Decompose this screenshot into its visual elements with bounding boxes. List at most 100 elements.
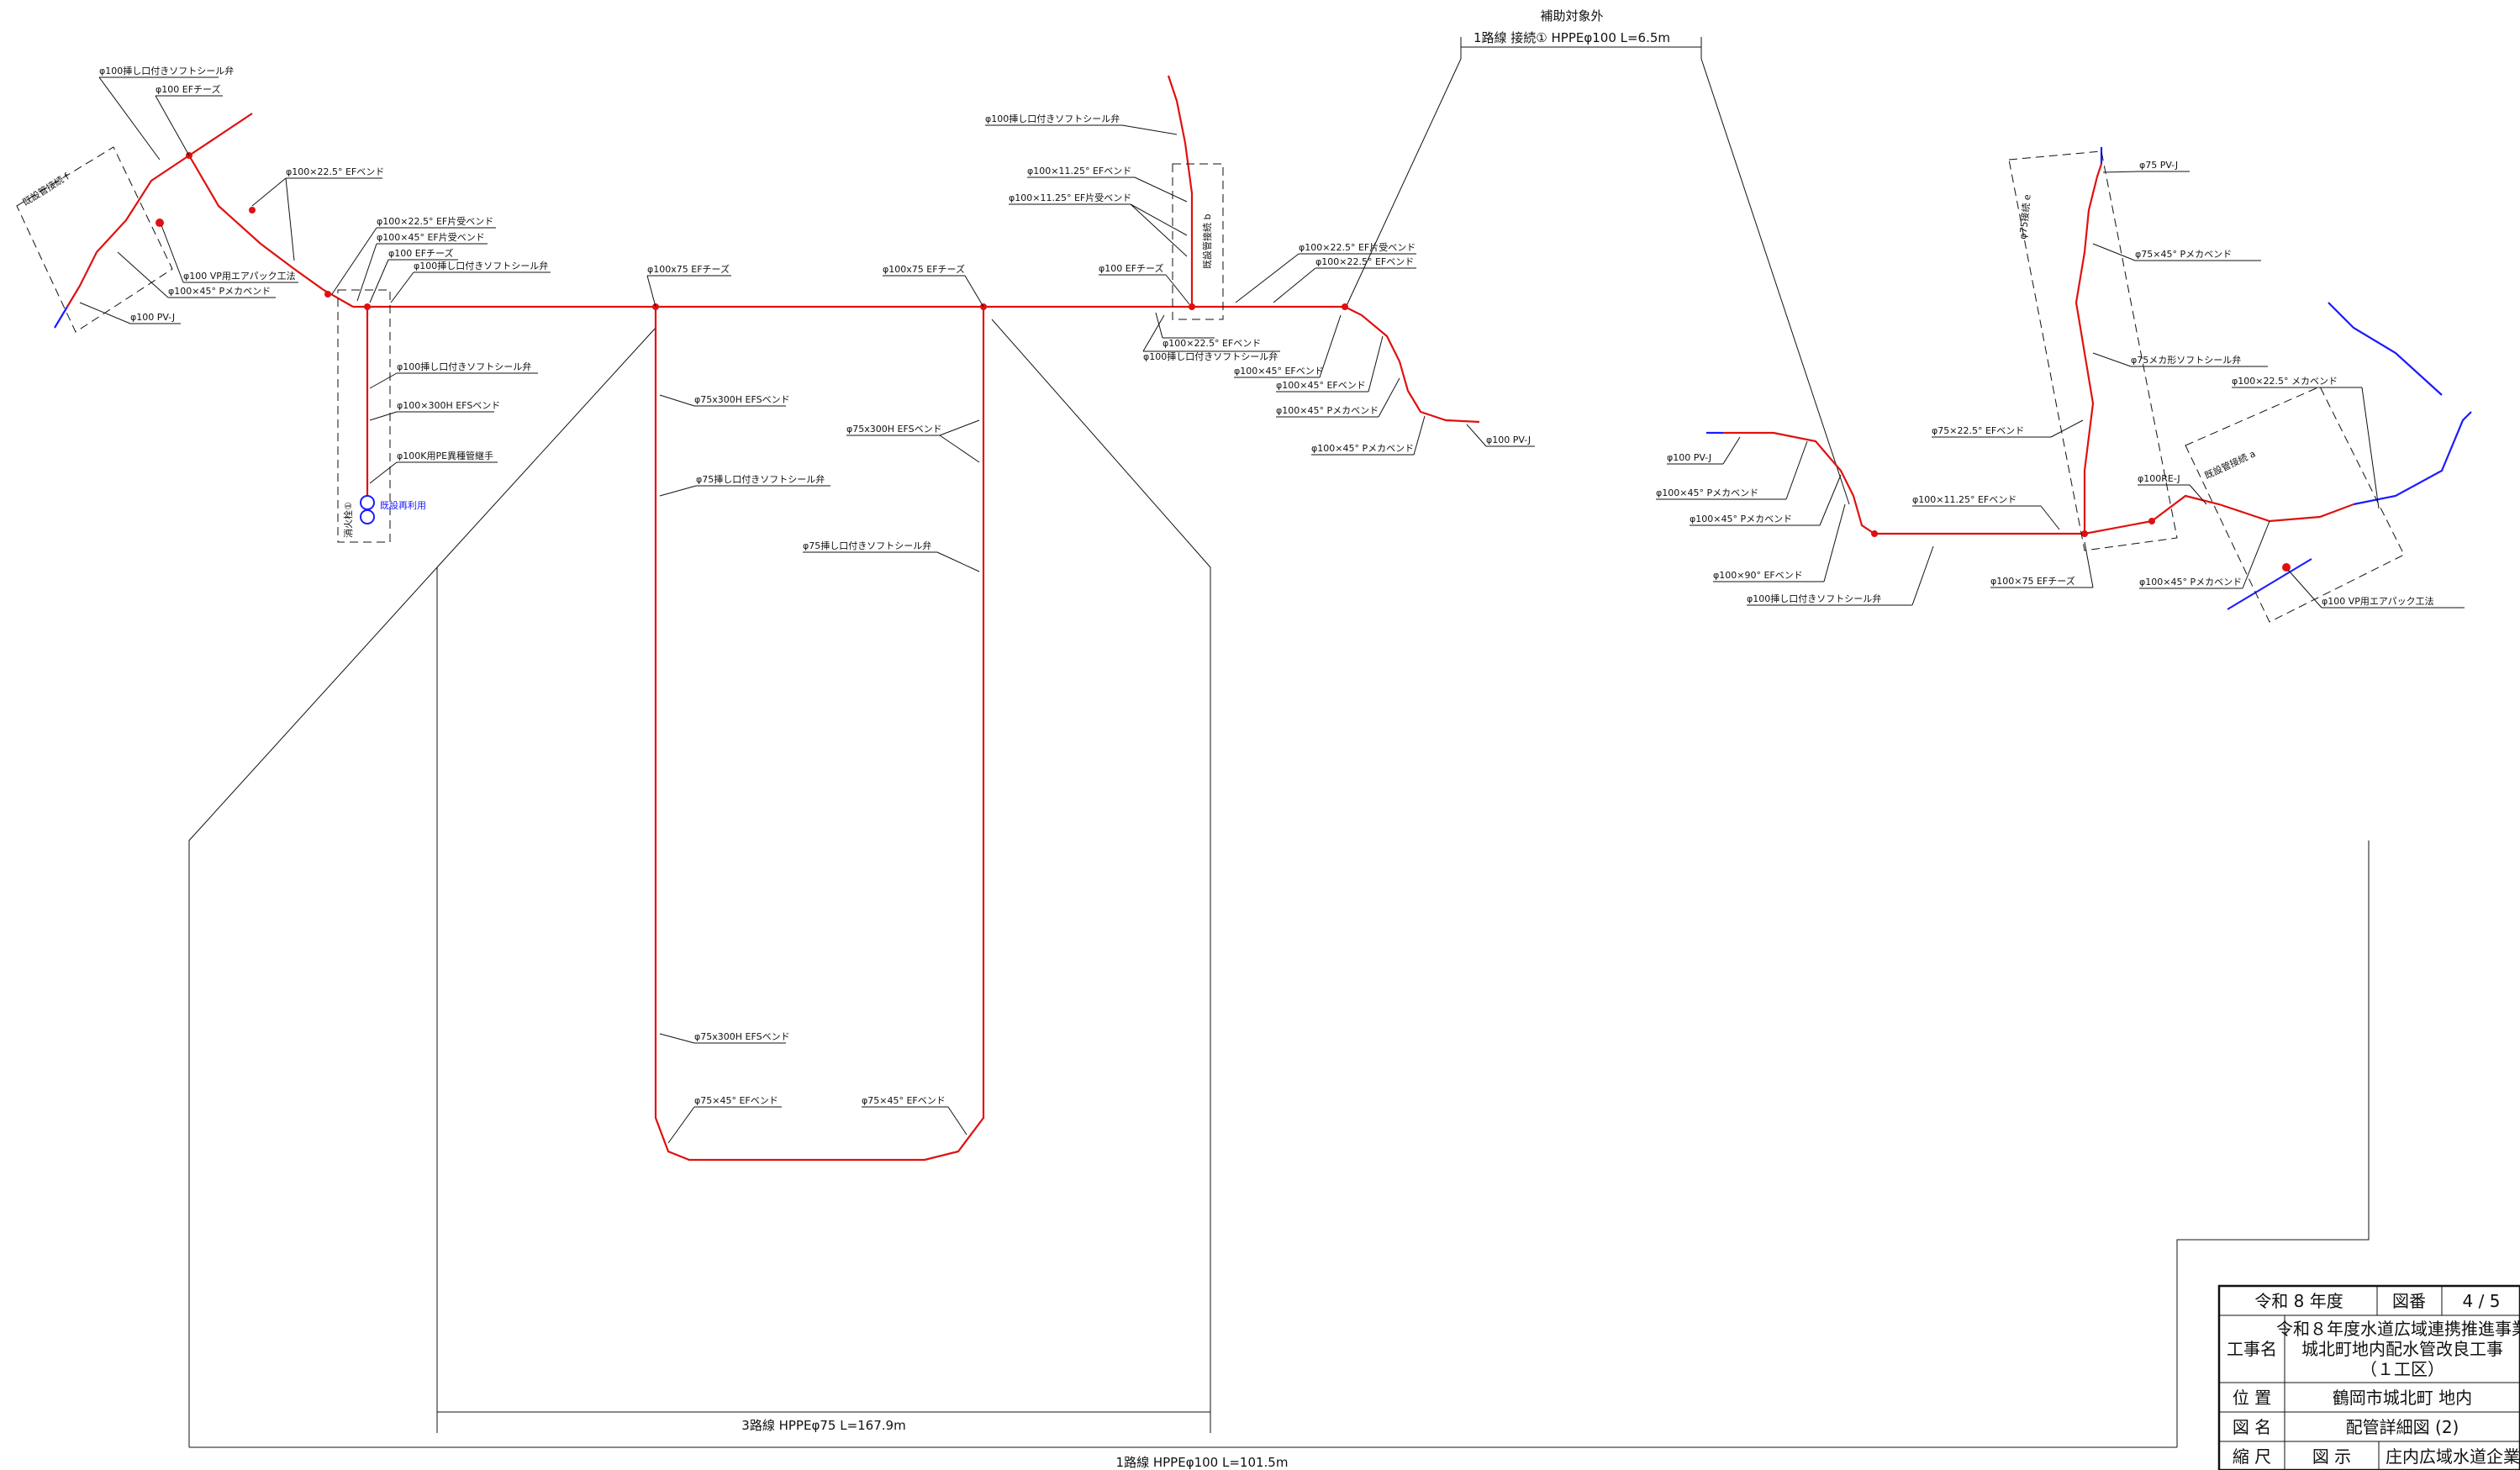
- callout-label: φ100×45° Pメカベンド: [1690, 514, 1792, 524]
- callout-label: φ100×22.5° EF片受ベンド: [1299, 242, 1416, 253]
- leader-line: [2084, 541, 2094, 588]
- scale-label: 縮 尺: [2233, 1446, 2271, 1467]
- callout-label: φ100 PV-J: [1486, 435, 1531, 445]
- drawing-name-value: 配管詳細図 (2): [2346, 1417, 2459, 1437]
- out-of-scope-label: 補助対象外: [1540, 8, 1603, 24]
- leader-line: [1319, 314, 1342, 378]
- callout-label: φ100挿し口付きソフトシール弁: [1143, 350, 1278, 362]
- callout-label: φ100×45° Pメカベンド: [1276, 405, 1379, 416]
- callout-label: φ75x300H EFSベンド: [694, 1031, 790, 1042]
- route3-dimension-label: 3路線 HPPEφ75 L=167.9m: [741, 1418, 905, 1433]
- leader-line: [659, 394, 695, 407]
- box-f-label: 既設管接続 f: [20, 170, 71, 208]
- existing-pipe-upper-right: [2328, 302, 2443, 396]
- leader-line: [331, 227, 377, 295]
- drawing-no-label: 図番: [2392, 1291, 2426, 1311]
- leader-line: [1911, 545, 1934, 606]
- box-d: [337, 289, 391, 543]
- leader-line: [2287, 569, 2322, 609]
- leader-line: [1155, 312, 1163, 339]
- air-pack-marker: [2282, 563, 2291, 572]
- leader-line: [1142, 314, 1165, 352]
- callout-label: φ75メカ形ソフトシール弁: [2131, 354, 2241, 366]
- callout-label: φ100×45° Pメカベンド: [1656, 487, 1758, 498]
- route1-dimension-label: 1路線 HPPEφ100 L=101.5m: [1116, 1455, 1289, 1470]
- route1-connection-header: 補助対象外 1路線 接続① HPPEφ100 L=6.5m: [1344, 8, 1850, 505]
- callout-label: φ100挿し口付きソフトシール弁: [985, 113, 1120, 124]
- callout-label: φ100×11.25° EFベンド: [1912, 494, 2017, 505]
- leader-line: [1819, 474, 1842, 526]
- callout-label: φ100 PV-J: [130, 312, 175, 323]
- callout-label: φ75×45° Pメカベンド: [2135, 249, 2232, 260]
- leader-line: [79, 302, 131, 324]
- box-a: [2185, 386, 2405, 623]
- route1-extension: [188, 566, 438, 1447]
- box-e: [2008, 150, 2178, 551]
- leader-line: [646, 275, 656, 308]
- leader-line: [2242, 520, 2270, 589]
- leader-line: [1165, 274, 1190, 305]
- callout-label: φ100×11.25° EF片受ベンド: [1009, 192, 1131, 203]
- fitting-marker: [364, 303, 371, 310]
- fitting-marker: [1871, 530, 1878, 537]
- far-right-vertical-pipe: [2075, 163, 2103, 534]
- callout-label: φ100×75 EFチーズ: [1990, 575, 2075, 587]
- callout-label: φ75挿し口付きソフトシール弁: [696, 473, 825, 485]
- leader-line: [369, 372, 398, 389]
- leader-line: [1466, 424, 1487, 447]
- leader-line: [1121, 124, 1178, 135]
- callout-label: φ100x75 EFチーズ: [883, 263, 965, 275]
- callout-label: φ100×22.5° EFベンド: [286, 166, 384, 177]
- leader-line: [285, 177, 295, 261]
- project-line3: （１工区）: [2360, 1359, 2444, 1379]
- leader-line: [667, 1106, 695, 1144]
- route3-extension-right: [991, 319, 1211, 1433]
- leader-line: [1130, 203, 1188, 236]
- callout-label: φ100挿し口付きソフトシール弁: [397, 361, 531, 372]
- owner-name: 庄内広域水道企業団: [2386, 1446, 2520, 1467]
- callout-label: φ100挿し口付きソフトシール弁: [1747, 593, 1881, 604]
- callout-label: φ100 EFチーズ: [388, 247, 453, 259]
- hydrant-symbol: [360, 495, 375, 510]
- leader-line: [1722, 436, 1741, 465]
- callout-label: φ100×45° EFベンド: [1276, 380, 1366, 391]
- project-line1: 令和８年度水道広域連携推進事業: [2276, 1319, 2520, 1339]
- reuse-label: 既設再利用: [380, 499, 426, 511]
- callout-label: φ100×45° Pメカベンド: [2139, 577, 2242, 587]
- callout-label: φ100×22.5° EF片受ベンド: [377, 216, 493, 227]
- leader-line: [2050, 419, 2084, 438]
- callout-label: φ100K用PE異種管継手: [397, 450, 493, 461]
- location-label: 位 置: [2233, 1388, 2271, 1408]
- far-right-end-pipe: [2151, 494, 2354, 523]
- route1-connection-label: 1路線 接続① HPPEφ100 L=6.5m: [1474, 30, 1670, 45]
- scale-value: 図 示: [2312, 1446, 2351, 1467]
- leader-line: [369, 411, 398, 421]
- callout-label: φ75x300H EFSベンド: [694, 394, 790, 405]
- leader-line: [161, 224, 184, 283]
- leader-line: [1273, 267, 1316, 303]
- leader-line: [1368, 335, 1384, 393]
- callout-label: φ100×300H EFSベンド: [397, 400, 500, 411]
- drawing-no: 4 / 5: [2463, 1291, 2501, 1311]
- callout-label: φ100×11.25° EFベンド: [1027, 166, 1131, 177]
- leader-line: [2092, 352, 2132, 367]
- leader-line: [251, 177, 287, 207]
- callout-label: φ75×45° EFベンド: [862, 1095, 946, 1106]
- fitting-marker: [1189, 303, 1195, 310]
- connection-boxes: 既設管接続 f 消火栓① 既設管接続 b φ75接続 e 既設管接続 a: [16, 146, 2405, 623]
- callout-label: φ75 PV-J: [2139, 160, 2178, 171]
- box-e-label: φ75接続 e: [2017, 193, 2033, 240]
- callout-label: φ100x75 EFチーズ: [647, 263, 730, 275]
- extension-line: [1344, 58, 1462, 310]
- callout-labels: φ100挿し口付きソフトシール弁 φ100 EFチーズ φ100×22.5° E…: [79, 65, 2465, 1144]
- callout-label: φ100挿し口付きソフトシール弁: [99, 65, 234, 76]
- far-right-main-pipe: [1723, 431, 2153, 535]
- project-line2: 城北町地内配水管改良工事: [2301, 1339, 2503, 1359]
- box-b: [1172, 163, 1224, 320]
- callout-label: φ100 EFチーズ: [1099, 262, 1163, 274]
- leader-line: [2102, 171, 2140, 173]
- box-b-label: 既設管接続 b: [1201, 214, 1213, 269]
- leader-line: [2040, 505, 2060, 530]
- callout-label: φ100×45° Pメカベンド: [168, 286, 271, 297]
